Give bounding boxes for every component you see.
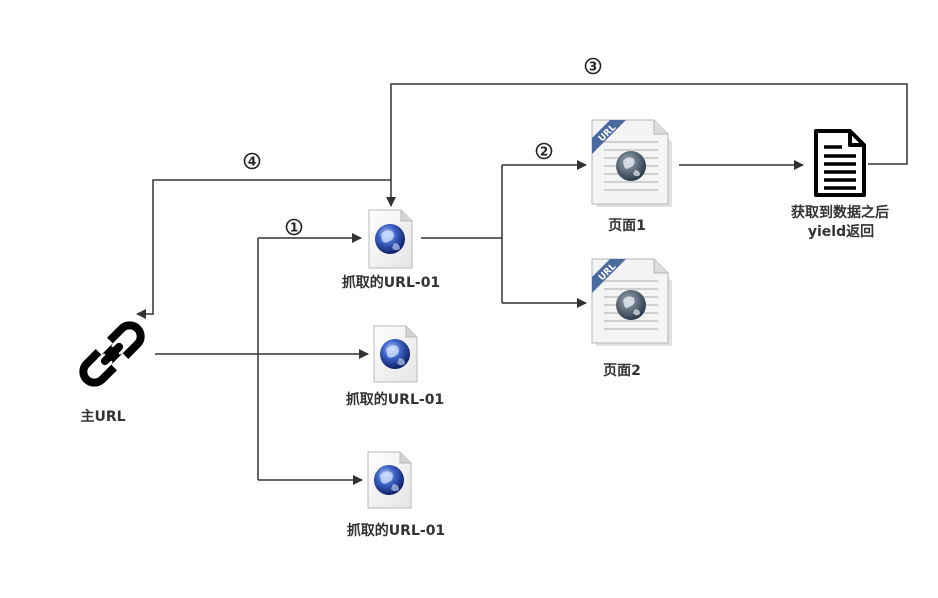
step-4-number: 4 xyxy=(248,155,256,169)
web-document-icon xyxy=(373,325,418,383)
main-url-label: 主URL xyxy=(80,408,125,425)
main-url-node: 主URL xyxy=(79,321,145,425)
result-label-line-1: 获取到数据之后 xyxy=(791,204,889,221)
link-icon xyxy=(79,321,145,387)
step-1-badge: 1 xyxy=(285,218,303,236)
page-1-label: 页面1 xyxy=(608,218,646,234)
page-2-node: URL 页面2 xyxy=(591,258,672,379)
web-document-icon xyxy=(367,451,412,509)
result-node: 获取到数据之后 yield返回 xyxy=(791,129,889,240)
crawled-url-node-2: 抓取的URL-01 xyxy=(346,325,444,408)
url-document-icon: URL xyxy=(591,258,672,346)
text-document-icon xyxy=(814,129,866,197)
step-4-badge: 4 xyxy=(243,152,261,170)
page-2-label: 页面2 xyxy=(603,363,641,379)
crawled-url-node-1: 抓取的URL-01 xyxy=(342,209,440,291)
step-2-badge: 2 xyxy=(535,142,553,160)
step-2-number: 2 xyxy=(540,145,548,159)
page-1-node: URL 页面1 xyxy=(591,119,672,234)
back-to-main-arrow xyxy=(136,179,391,319)
result-label-line-2: yield返回 xyxy=(808,223,874,240)
crawled-url-1-label: 抓取的URL-01 xyxy=(342,274,440,291)
crawled-url-node-3: 抓取的URL-01 xyxy=(347,451,445,539)
crawled-url-3-label: 抓取的URL-01 xyxy=(347,522,445,539)
crawled-url-2-label: 抓取的URL-01 xyxy=(346,391,444,408)
yield-return-arrow xyxy=(386,83,908,207)
web-document-icon xyxy=(368,209,413,269)
step-3-number: 3 xyxy=(589,60,597,74)
step-1-number: 1 xyxy=(290,221,298,235)
step-3-badge: 3 xyxy=(584,57,602,75)
url-document-icon: URL xyxy=(591,119,672,207)
